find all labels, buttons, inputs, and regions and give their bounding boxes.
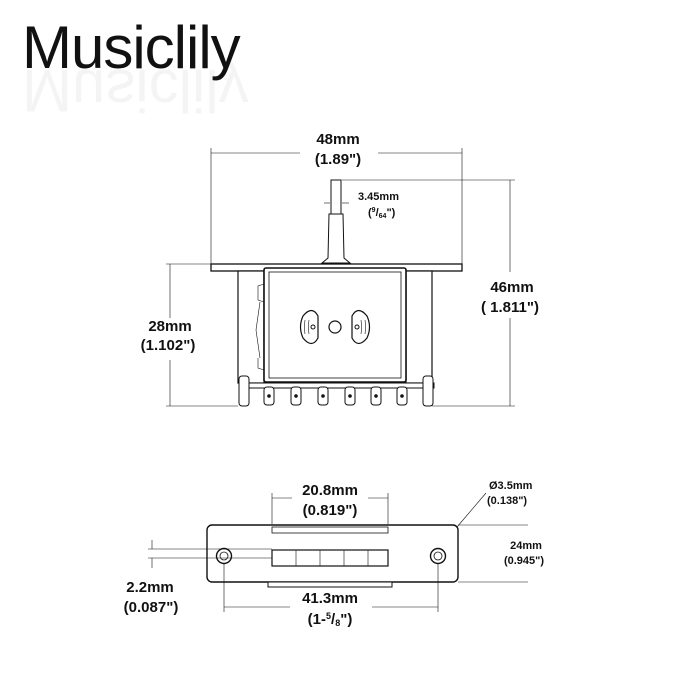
switch-base-edge bbox=[267, 581, 393, 588]
body-mm-label: 28mm bbox=[148, 318, 191, 335]
side-spring bbox=[255, 283, 265, 371]
body-in-label: (1.102") bbox=[141, 337, 196, 354]
terminal-hole bbox=[267, 394, 271, 398]
side-post-left bbox=[238, 375, 250, 407]
depth-mm-label: 24mm bbox=[510, 540, 542, 552]
hole-leader-line bbox=[456, 492, 487, 528]
width-mm-label: 48mm bbox=[316, 131, 359, 148]
depth-in-label: (0.945") bbox=[504, 555, 544, 567]
lever-slot bbox=[271, 526, 389, 534]
terminal-hole bbox=[321, 394, 325, 398]
terminal-hole bbox=[400, 394, 404, 398]
solder-terminals bbox=[263, 386, 408, 406]
cam-left bbox=[299, 309, 319, 345]
front-view: 48mm (1.89") 3.45mm (9/64") 46mm ( 1.811… bbox=[141, 131, 539, 407]
hole-mm-label: Ø3.5mm bbox=[489, 480, 533, 492]
terminal-hole bbox=[374, 394, 378, 398]
mount-hole-right-inner bbox=[433, 551, 443, 561]
side-post-right bbox=[422, 375, 434, 407]
thick-in-label: (0.087") bbox=[124, 599, 179, 616]
shaft-mm-label: 3.45mm bbox=[358, 191, 399, 203]
shaft-in-label: (9/64") bbox=[368, 207, 396, 220]
cam-left-pin bbox=[310, 324, 316, 330]
lever-shaft bbox=[320, 213, 352, 264]
slot-mm-label: 20.8mm bbox=[302, 482, 358, 499]
spacing-mm-label: 41.3mm bbox=[302, 590, 358, 607]
switch-underside bbox=[271, 549, 389, 567]
cam-left-ridge bbox=[304, 319, 310, 335]
side-frame-right bbox=[405, 270, 433, 384]
thick-mm-label: 2.2mm bbox=[126, 579, 174, 596]
center-hole bbox=[328, 320, 342, 334]
cam-right-pin bbox=[354, 324, 360, 330]
width-in-label: (1.89") bbox=[315, 151, 361, 168]
slot-in-label: (0.819") bbox=[303, 502, 358, 519]
height-mm-label: 46mm bbox=[490, 279, 533, 296]
bottom-view: 20.8mm (0.819") Ø3.5mm (0.138") 24mm (0.… bbox=[124, 480, 545, 628]
terminal-hole bbox=[348, 394, 352, 398]
cam-right bbox=[351, 309, 371, 345]
terminal-hole bbox=[294, 394, 298, 398]
mount-hole-left-inner bbox=[219, 551, 229, 561]
hole-in-label: (0.138") bbox=[487, 495, 527, 507]
spacing-in-label: (1-5/8") bbox=[308, 611, 353, 628]
lever-shaft-tip bbox=[330, 179, 342, 215]
brand-logo: Musiclily bbox=[22, 14, 241, 81]
cam-right-ridge bbox=[360, 319, 366, 335]
height-in-label: ( 1.811") bbox=[481, 299, 539, 316]
side-frame-left bbox=[237, 270, 265, 384]
